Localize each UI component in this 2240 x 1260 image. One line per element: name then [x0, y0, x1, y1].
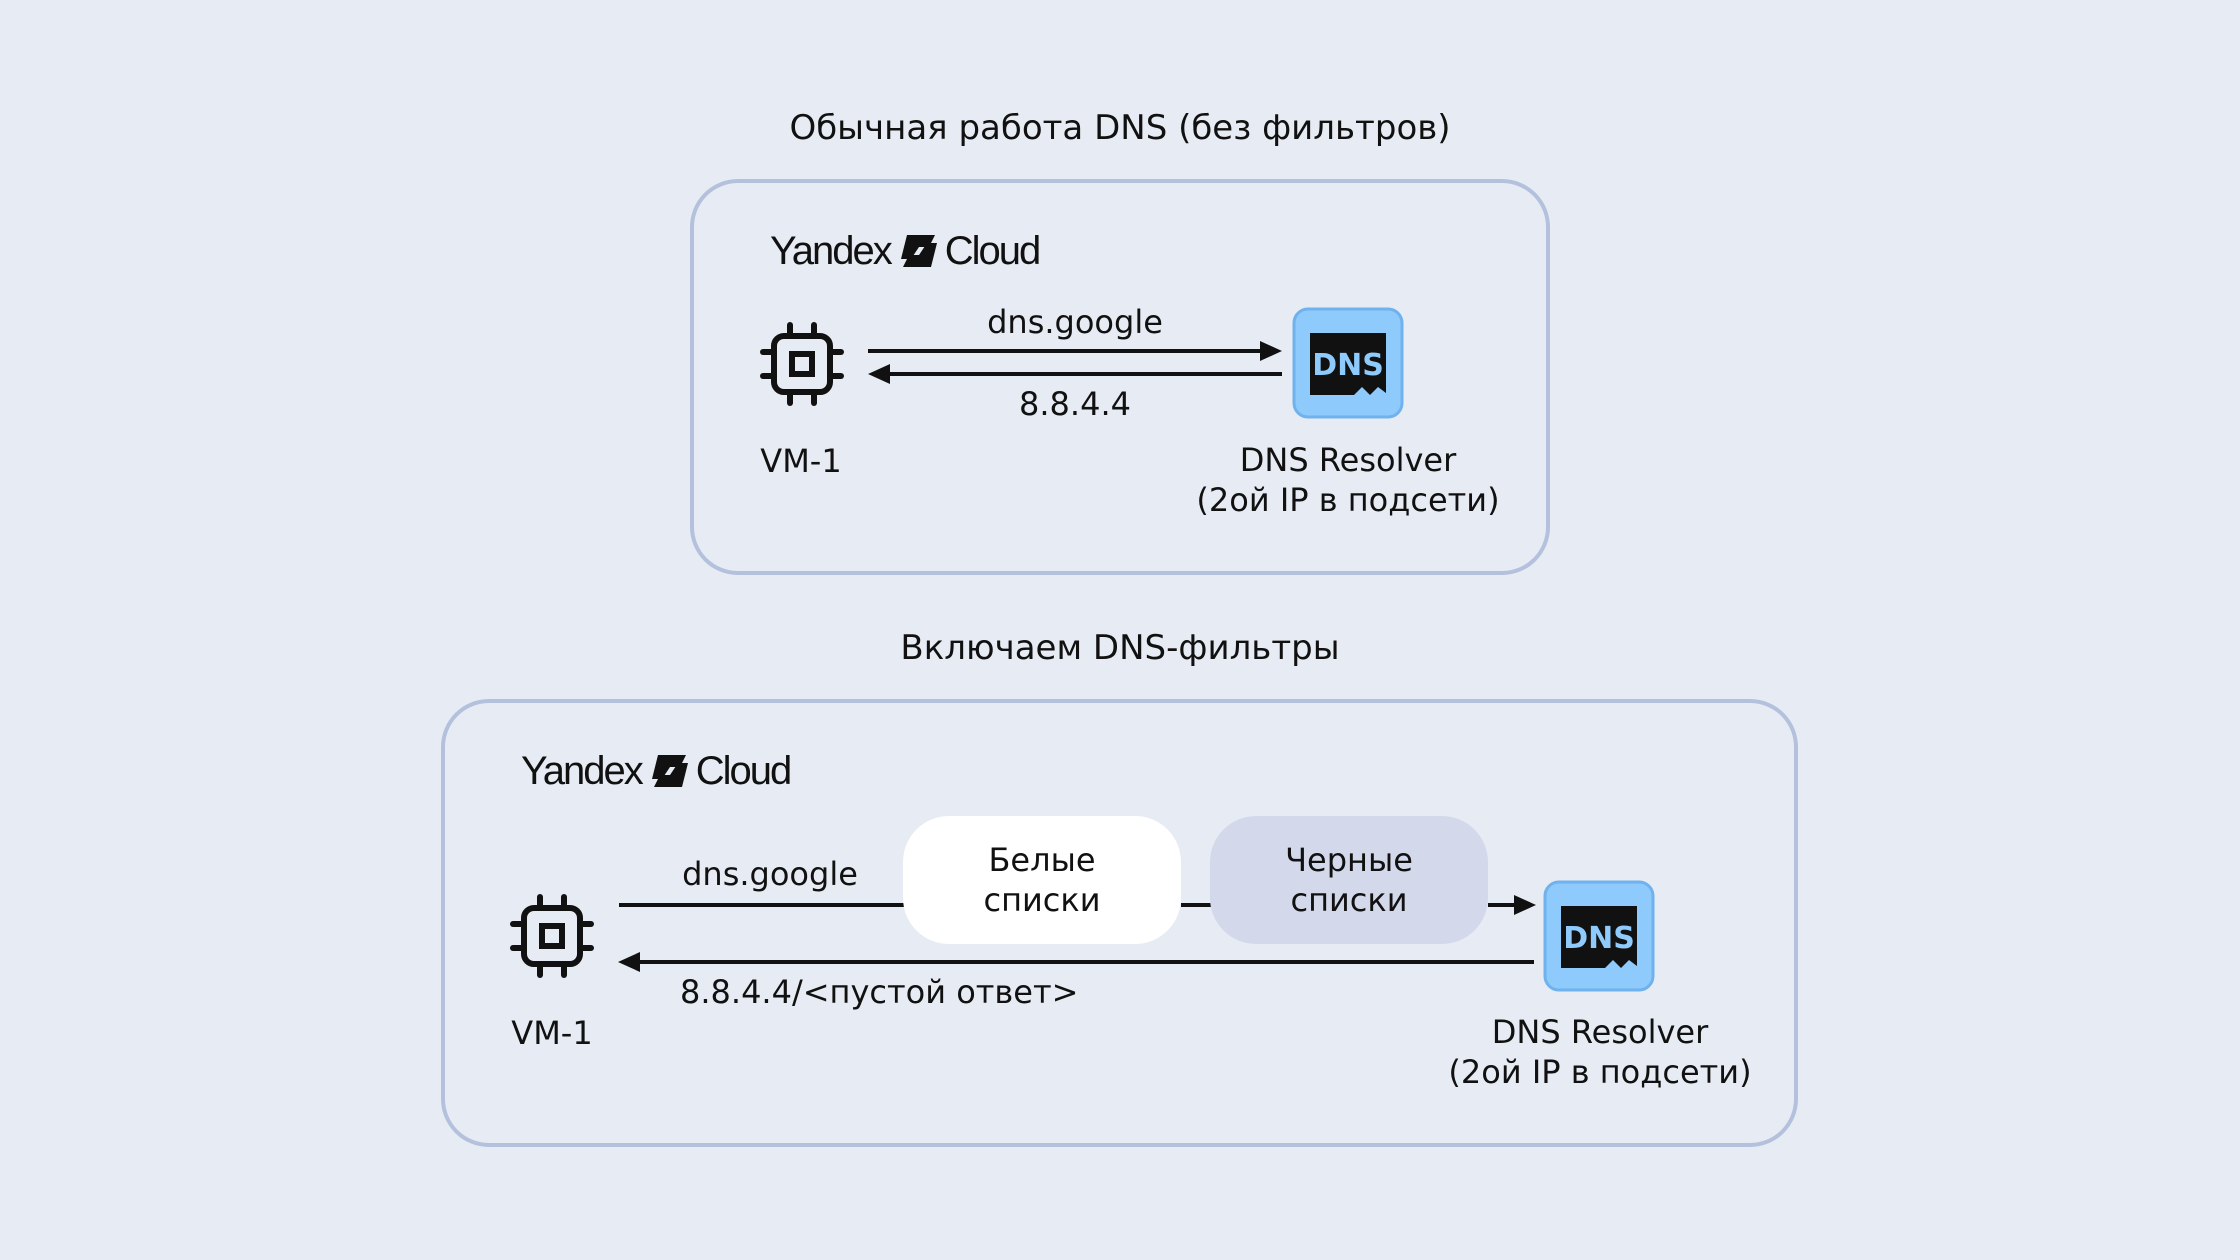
bottom-request-line-segment [619, 903, 904, 907]
blacklist-label-line1: Черные [1285, 841, 1413, 879]
whitelist-filter-box: Белые списки [903, 816, 1181, 944]
bottom-yandex-cloud-logo: Yandex Cloud [521, 746, 793, 796]
top-response-arrow [868, 364, 1282, 384]
bottom-filter-connector [1181, 903, 1211, 907]
logo-word-cloud: Cloud [695, 749, 793, 793]
cpu-chip-icon [760, 322, 844, 406]
whitelist-label-line2: списки [983, 881, 1101, 919]
bottom-request-arrow-to-resolver [1488, 895, 1536, 915]
logo-word-yandex: Yandex [770, 229, 893, 273]
blacklist-label-line2: списки [1290, 881, 1408, 919]
top-request-label: dns.google [987, 303, 1163, 341]
bottom-resolver-subnet: (2ой IP в подсети) [1448, 1053, 1752, 1091]
top-resolver-name: DNS Resolver [1239, 441, 1457, 479]
bottom-response-arrow [618, 952, 1534, 972]
bottom-response-label: 8.8.4.4/<пустой ответ> [680, 973, 1079, 1011]
top-response-label: 8.8.4.4 [1019, 385, 1131, 423]
bottom-panel [441, 699, 1798, 1147]
top-panel [690, 179, 1550, 575]
top-request-arrow [868, 341, 1282, 361]
top-diagram-title: Обычная работа DNS (без фильтров) [789, 108, 1451, 148]
bottom-resolver-name: DNS Resolver [1491, 1013, 1709, 1051]
logo-word-cloud: Cloud [944, 229, 1042, 273]
svg-text:DNS: DNS [1563, 921, 1635, 956]
yandex-cloud-mark-icon [900, 235, 937, 267]
top-resolver-subnet: (2ой IP в подсети) [1196, 481, 1500, 519]
dns-badge-icon: DNS [1543, 880, 1655, 992]
dns-badge-icon: DNS [1292, 307, 1404, 419]
svg-text:DNS: DNS [1312, 348, 1384, 383]
bottom-vm-label: VM-1 [511, 1014, 593, 1052]
top-yandex-cloud-logo: Yandex Cloud [770, 226, 1042, 276]
logo-word-yandex: Yandex [521, 749, 644, 793]
cpu-chip-icon [510, 894, 594, 978]
bottom-diagram-title: Включаем DNS-фильтры [900, 628, 1340, 668]
top-vm-label: VM-1 [760, 442, 842, 480]
whitelist-label-line1: Белые [988, 841, 1096, 879]
bottom-request-label: dns.google [682, 855, 858, 893]
blacklist-filter-box: Черные списки [1210, 816, 1488, 944]
yandex-cloud-mark-icon [651, 755, 688, 787]
